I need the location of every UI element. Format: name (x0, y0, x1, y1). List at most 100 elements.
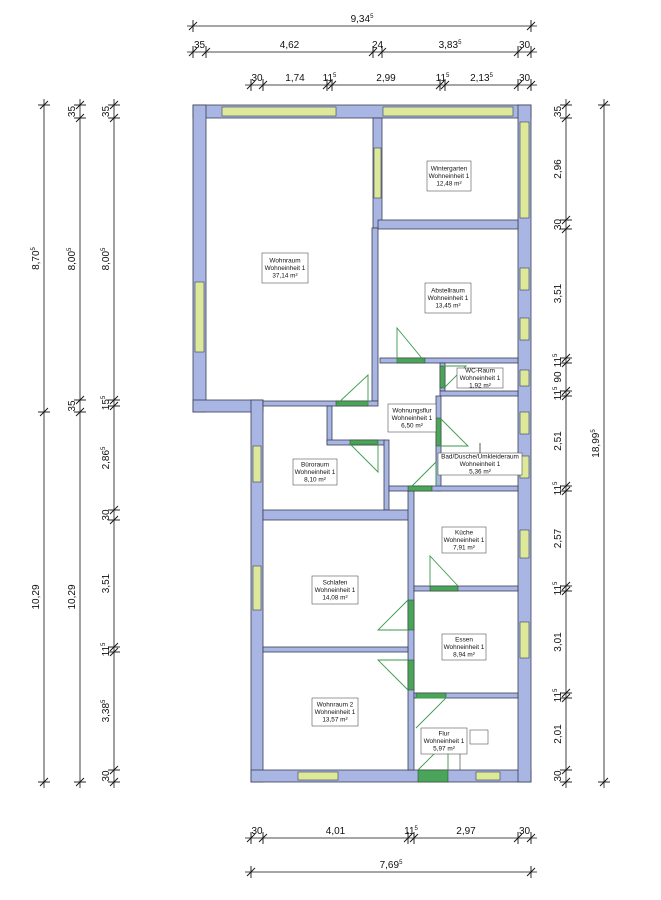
dim-bottom-row1-4: 30 (519, 826, 531, 837)
room-unit: Wohneinheit 1 (429, 173, 470, 180)
room-name: Büroraum (301, 462, 329, 469)
dim-left-col2-2: 35 (67, 400, 78, 412)
dim-bottom-row1-1: 4,01 (326, 826, 346, 837)
window-wintergarten-left (373, 147, 382, 199)
dim-bottom-row1-2: 115 (404, 826, 418, 837)
room-unit: Wohneinheit 1 (424, 738, 465, 745)
room-area: 37,14 m² (272, 272, 297, 279)
dim-top-row3-1: 1,74 (285, 73, 305, 84)
room-name: Essen (455, 637, 473, 644)
room-name: Wohnungsflur (392, 408, 432, 415)
dim-top-row2-1: 4,62 (280, 40, 300, 51)
room-name: WC-Raum (465, 368, 495, 375)
room-area: 12,48 m² (436, 180, 461, 187)
dim-top-row3-5: 2,135 (470, 73, 493, 84)
door-abstell (396, 357, 426, 364)
dim-left-col1: 8,705 10,29 (31, 99, 50, 788)
dim-top-total: 9,345 (187, 14, 537, 32)
dim-right-col1-10: 115 (553, 581, 564, 595)
dim-top-row2-4: 30 (519, 40, 531, 51)
dim-right-col1-2: 30 (553, 219, 564, 231)
room-label-box (426, 160, 472, 192)
dim-right-col1-3: 3,51 (553, 283, 564, 303)
window-top-1 (221, 106, 337, 117)
room-label-box (456, 367, 504, 389)
dim-top-row3-6: 30 (519, 73, 531, 84)
window-right-5 (519, 411, 530, 435)
door-bad-side (435, 417, 442, 447)
room-area: 14,08 m² (322, 594, 347, 601)
room-area: 8,10 m² (304, 476, 326, 483)
door-entrance (417, 769, 449, 783)
wall-wintergarten-bottom (377, 219, 519, 230)
room-name: Bad/Dusche/Umkleideraum (441, 454, 519, 461)
window-top-2 (382, 106, 514, 117)
dim-top-row3-3: 2,99 (376, 73, 396, 84)
window-right-1 (519, 121, 530, 219)
dim-bottom-row1-0: 30 (251, 826, 263, 837)
wall-left-upper (192, 104, 207, 413)
room-unit: Wohneinheit 1 (392, 415, 433, 422)
dim-left-col3-3: 2,865 (101, 446, 112, 469)
room-label-box (261, 252, 309, 284)
door-wohnraum (335, 400, 369, 407)
dim-right-col1-14: 30 (553, 770, 564, 782)
dim-top-row3-2: 115 (323, 73, 337, 84)
window-right-8 (519, 621, 530, 659)
fixtures (459, 443, 489, 770)
wall-schlafen-right (407, 490, 415, 771)
wall-schlafen-bottom (262, 646, 409, 653)
dim-right-total: 18,995 (591, 99, 610, 788)
dim-right-col1-0: 35 (553, 106, 564, 118)
dim-right-col1-4: 115 (553, 353, 564, 367)
room-unit: Wohneinheit 1 (315, 709, 356, 716)
dim-right-col1-1: 2,96 (553, 159, 564, 179)
dim-left-col2-3: 10,29 (67, 584, 78, 609)
dim-left-col2-1: 8,005 (67, 247, 78, 270)
window-left-wohnraum (194, 281, 205, 353)
window-right-2 (519, 267, 530, 291)
room-unit: Wohneinheit 1 (444, 537, 485, 544)
room-label-box (292, 458, 338, 486)
room-area: 13,57 m² (322, 716, 347, 723)
wall-buero-top (262, 400, 379, 407)
wall-kueche-bottom (413, 585, 519, 592)
dim-right-col1-13: 2,01 (553, 724, 564, 744)
dim-left-col3-7: 3,385 (101, 699, 112, 722)
dim-left-col1-1: 10,29 (31, 584, 42, 609)
dim-bottom-row1-3: 2,97 (456, 826, 476, 837)
door-flur-top (415, 692, 447, 699)
room-area: 5,97 m² (433, 745, 455, 752)
room-unit: Wohneinheit 1 (265, 265, 306, 272)
room-unit: Wohneinheit 1 (460, 375, 501, 382)
room-name: Flur (438, 731, 450, 738)
door-wohnraum2 (407, 659, 415, 691)
dim-left-col3-6: 115 (101, 642, 112, 656)
window-right-3 (519, 317, 530, 341)
door-bad-bottom (407, 485, 433, 492)
room-label-box (437, 452, 523, 476)
window-left-schlafen (252, 565, 262, 611)
dim-left-col1-0: 8,705 (31, 246, 42, 269)
dim-top-row3-4: 115 (436, 73, 450, 84)
room-label-box (311, 697, 359, 727)
room-label-box (441, 633, 487, 661)
room-unit: Wohneinheit 1 (315, 587, 356, 594)
room-area: 5,36 m² (469, 468, 491, 475)
dim-left-col3-1: 8,005 (101, 247, 112, 270)
room-unit: Wohneinheit 1 (460, 461, 501, 468)
